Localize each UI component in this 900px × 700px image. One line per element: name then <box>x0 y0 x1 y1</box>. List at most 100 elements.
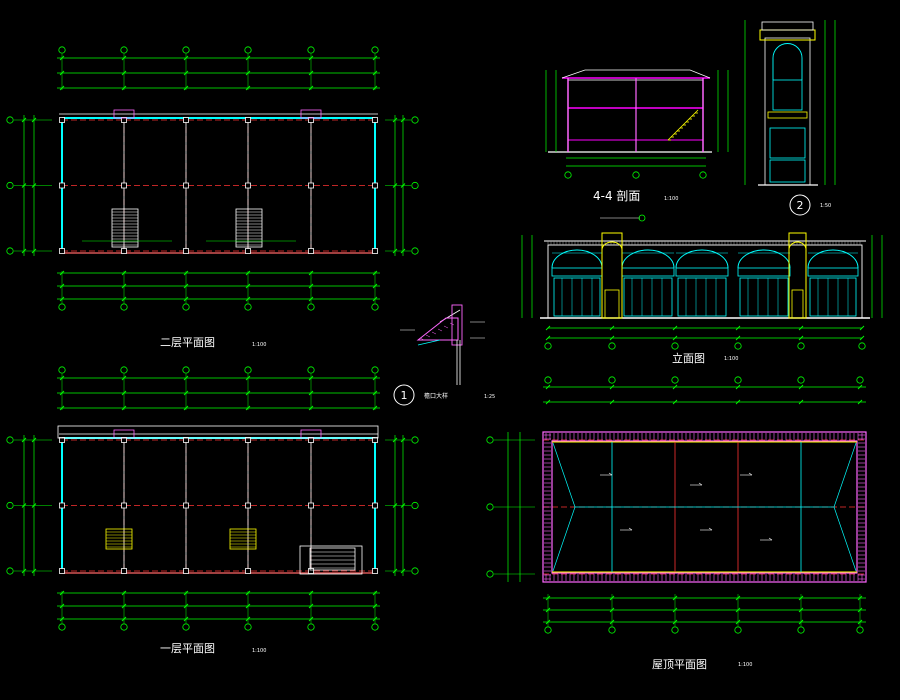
axis-bubble <box>411 567 419 575</box>
axis-bubble <box>182 623 190 631</box>
column <box>59 437 65 443</box>
dim-tick <box>672 335 678 341</box>
column <box>245 502 251 509</box>
axis-bubble <box>120 623 128 631</box>
arch <box>807 249 859 269</box>
eave-hatch <box>425 334 431 338</box>
shopfront <box>553 277 601 317</box>
dim-tick <box>609 335 615 341</box>
tower-outline <box>764 37 811 186</box>
axis-bubble <box>734 626 742 634</box>
dim-tick <box>21 183 27 188</box>
axis-bubble <box>671 342 679 350</box>
axis-bubble <box>797 342 805 350</box>
tower-arch <box>601 241 623 251</box>
eave-hatch <box>437 328 443 332</box>
marker <box>638 214 646 222</box>
column <box>183 248 189 254</box>
column <box>121 117 127 123</box>
dim-tick <box>672 384 678 390</box>
column <box>59 502 65 509</box>
dim-tick <box>31 437 37 443</box>
axis-bubble <box>120 303 128 311</box>
dim-tick <box>400 503 406 508</box>
dim-tick <box>31 117 37 123</box>
column <box>308 502 314 509</box>
detail-2-bubble <box>789 194 811 216</box>
tower-door <box>769 159 806 183</box>
first-floor-plan-title: 一层平面图 <box>160 642 215 655</box>
canopy <box>57 425 379 439</box>
axis-bubble <box>244 623 252 631</box>
dim-tick <box>545 399 551 405</box>
detail-2-scale: 1:50 <box>820 203 831 209</box>
dim-tick <box>735 335 741 341</box>
balcony <box>767 111 808 119</box>
dim-tick <box>31 568 37 574</box>
axis-bubble <box>671 626 679 634</box>
stair <box>105 528 133 550</box>
exit-stair-frame <box>299 545 363 575</box>
shaft <box>300 109 322 119</box>
axis-bubble <box>58 303 66 311</box>
eave-profile <box>416 317 459 341</box>
axis-bubble <box>120 366 128 374</box>
static-linework <box>6 20 883 634</box>
transom <box>621 267 675 277</box>
hip <box>833 506 857 572</box>
axis-bubble <box>411 116 419 124</box>
axis-bubble <box>58 46 66 54</box>
column <box>59 248 65 254</box>
eave-hatch <box>431 331 437 335</box>
facade <box>547 244 863 319</box>
gutter <box>417 339 441 346</box>
axis-bubble <box>371 623 379 631</box>
column <box>121 568 127 574</box>
dim-tick <box>392 437 398 443</box>
transom <box>675 267 729 277</box>
column <box>121 437 127 443</box>
dim-tick <box>857 384 863 390</box>
second-floor-plan-scale: 1:100 <box>252 342 266 348</box>
hip <box>833 442 857 508</box>
arch <box>621 249 675 269</box>
axis-bubble <box>608 626 616 634</box>
parapet-inner <box>551 440 858 574</box>
column <box>121 248 127 254</box>
axis-bubble <box>58 623 66 631</box>
column <box>183 568 189 574</box>
section-4-4-scale: 1:100 <box>664 196 678 202</box>
axis-bubble <box>734 342 742 350</box>
dim-tick <box>545 335 551 341</box>
stair-slope <box>667 109 699 141</box>
detail-1-title: 檐口大样 <box>424 392 448 400</box>
axis-bubble <box>856 626 864 634</box>
stair <box>235 208 263 248</box>
eave-hatch <box>443 325 449 329</box>
axis-bubble <box>58 366 66 374</box>
dim-tick <box>21 117 27 123</box>
column <box>308 182 314 189</box>
shopfront <box>623 277 673 317</box>
dim-tick <box>672 325 678 331</box>
dim-tick <box>798 335 804 341</box>
axis-bubble <box>632 171 640 179</box>
dim-tick <box>400 183 406 188</box>
roof-profile <box>561 69 711 79</box>
dim-tick <box>400 437 406 443</box>
slope-arrow <box>748 472 753 476</box>
dim-tick <box>392 503 398 508</box>
axis-bubble <box>486 570 494 578</box>
parapet-outer <box>542 431 867 583</box>
dim-tick <box>609 325 615 331</box>
dim-tick <box>400 117 406 123</box>
dim-tick <box>400 568 406 574</box>
detail-2-number: 2 <box>797 199 804 212</box>
column <box>308 437 314 443</box>
axis-bubble <box>307 303 315 311</box>
exit-stair <box>309 547 356 571</box>
column <box>372 117 378 123</box>
shaft <box>113 109 135 119</box>
dim-tick <box>31 503 37 508</box>
